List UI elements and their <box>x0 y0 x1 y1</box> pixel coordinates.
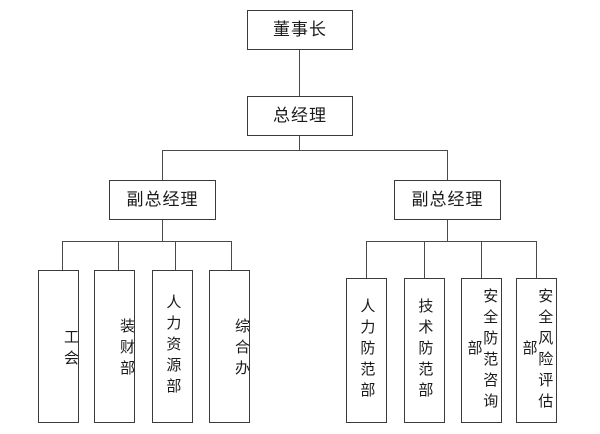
connector-left-drop-4 <box>231 241 232 270</box>
node-chairman-label: 董事长 <box>273 19 327 40</box>
connector-deputy-bus <box>162 150 448 151</box>
connector-deputy-right-stem <box>447 220 448 241</box>
connector-bus-to-deputy-right <box>447 150 448 180</box>
node-deputy-right-label: 副总经理 <box>411 189 484 210</box>
node-department-left-2[interactable]: 装财部 <box>94 270 136 423</box>
connector-right-drop-4 <box>536 241 537 278</box>
connector-bus-to-deputy-left <box>162 150 163 180</box>
node-department-right-1-label: 人力防范部 <box>358 298 377 403</box>
node-department-left-3-label: 人力资源部 <box>164 294 183 399</box>
node-deputy-general-manager-right[interactable]: 副总经理 <box>394 180 501 220</box>
node-department-left-4-label: 综合办 <box>233 318 251 381</box>
node-department-left-2-label: 装财部 <box>118 318 136 381</box>
node-general-manager-label: 总经理 <box>273 105 327 126</box>
node-department-left-4[interactable]: 综合办 <box>209 270 251 423</box>
node-department-left-1[interactable]: 工会 <box>38 270 80 423</box>
node-department-right-4-label: 安全风险评估部 <box>520 287 555 414</box>
node-deputy-general-manager-left[interactable]: 副总经理 <box>109 180 216 220</box>
node-department-right-1[interactable]: 人力防范部 <box>346 278 387 423</box>
node-deputy-left-label: 副总经理 <box>126 189 199 210</box>
connector-left-drop-2 <box>118 241 119 270</box>
node-department-right-3-label: 安全防范咨询部 <box>465 287 500 414</box>
connector-chairman-to-general-manager <box>299 50 300 96</box>
connector-left-drop-1 <box>62 241 63 270</box>
node-department-left-1-label: 工会 <box>62 328 80 371</box>
node-department-right-2[interactable]: 技术防范部 <box>404 278 445 423</box>
connector-left-department-bus <box>62 241 232 242</box>
connector-right-drop-3 <box>481 241 482 278</box>
connector-deputy-left-stem <box>162 220 163 241</box>
node-department-right-2-label: 技术防范部 <box>416 298 435 403</box>
node-department-right-3[interactable]: 安全防范咨询部 <box>461 278 502 423</box>
connector-general-manager-stem <box>299 136 300 151</box>
node-department-left-3[interactable]: 人力资源部 <box>152 270 193 423</box>
connector-right-department-bus <box>366 241 536 242</box>
connector-right-drop-1 <box>366 241 367 278</box>
node-general-manager[interactable]: 总经理 <box>247 96 353 136</box>
node-chairman[interactable]: 董事长 <box>247 10 353 50</box>
connector-right-drop-2 <box>424 241 425 278</box>
connector-left-drop-3 <box>175 241 176 270</box>
node-department-right-4[interactable]: 安全风险评估部 <box>516 278 557 423</box>
